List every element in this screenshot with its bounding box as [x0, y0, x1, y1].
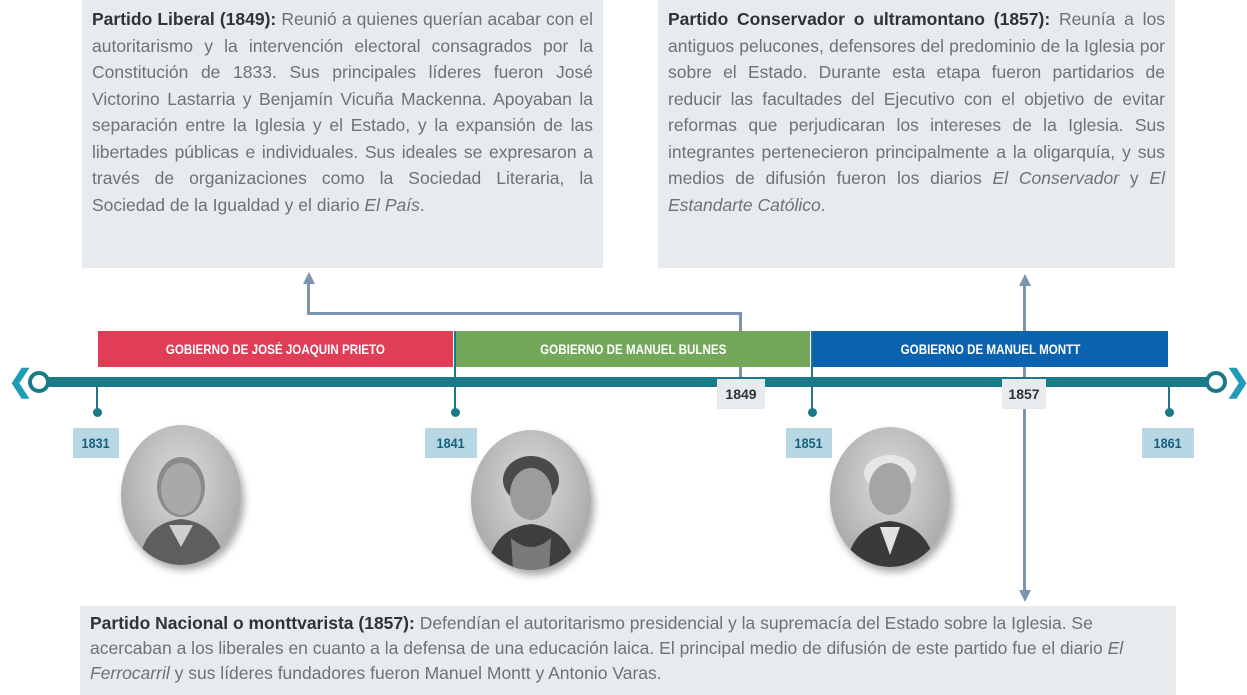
year-1861: 1861: [1142, 428, 1194, 458]
year-1857-label: 1857: [1002, 379, 1046, 409]
portrait-montt: [830, 427, 950, 567]
national-party-heading: Partido Nacional o monttvarista (1857):: [90, 613, 415, 633]
national-party-text: Partido Nacional o monttvarista (1857): …: [90, 611, 1166, 686]
tick-1841: [454, 331, 456, 411]
liberal-connector-vertical: [307, 282, 310, 315]
government-label-bulnes: GOBIERNO DE MANUEL BULNES: [539, 341, 727, 357]
liberal-end: .: [419, 194, 425, 215]
dot-1861: [1164, 408, 1174, 417]
conservative-party-heading: Partido Conservador o ultramontano (1857…: [668, 9, 1051, 29]
national-end: y sus líderes fundadores fueron Manuel M…: [169, 663, 662, 683]
tick-1861: [1168, 385, 1170, 413]
timeline-start-circle-icon: [28, 371, 50, 393]
year-1831: 1831: [73, 428, 119, 458]
dot-1831: [92, 408, 102, 417]
conservative-newspaper-2: El Estandarte Católico: [668, 168, 1165, 215]
conservative-arrow-icon: [1018, 274, 1031, 286]
government-label-prieto: GOBIERNO DE JOSÉ JOAQUIN PRIETO: [165, 341, 386, 357]
government-label-montt: GOBIERNO DE MANUEL MONTT: [900, 341, 1081, 357]
government-band-bulnes: GOBIERNO DE MANUEL BULNES: [456, 331, 810, 367]
liberal-arrow-icon: [302, 272, 315, 284]
conservative-newspaper-1: El Conservador: [992, 168, 1120, 188]
person-icon: [487, 456, 577, 570]
person-icon: [139, 457, 225, 565]
chevron-right-icon: ❯: [1225, 367, 1247, 397]
person-icon: [846, 455, 936, 567]
portrait-prieto: [121, 425, 241, 565]
tick-1851: [811, 331, 813, 411]
year-1849-label: 1849: [717, 379, 765, 409]
dot-1851: [807, 408, 817, 417]
dot-1841: [450, 408, 460, 417]
liberal-party-body: Reunió a quienes querían acabar con el a…: [92, 9, 593, 215]
year-1851: 1851: [786, 428, 832, 458]
government-band-prieto: GOBIERNO DE JOSÉ JOAQUIN PRIETO: [98, 331, 453, 367]
timeline-axis: [48, 377, 1208, 387]
national-party-body: Defendían el autoritarismo presidencial …: [90, 613, 1108, 658]
national-party-box: Partido Nacional o monttvarista (1857): …: [80, 606, 1176, 695]
1857-connector-line: [1023, 284, 1026, 590]
conservative-party-body: Reunía a los antiguos pelucones, defenso…: [668, 9, 1165, 188]
timeline-end-circle-icon: [1205, 371, 1227, 393]
conservative-end: .: [820, 194, 826, 215]
liberal-party-box: Partido Liberal (1849): Reunió a quienes…: [82, 0, 603, 268]
national-newspaper: El Ferrocarril: [90, 638, 1124, 683]
liberal-party-heading: Partido Liberal (1849):: [92, 9, 277, 29]
liberal-connector-horizontal: [307, 312, 742, 315]
year-1841: 1841: [425, 428, 477, 458]
chevron-left-icon: ❮: [8, 365, 34, 398]
conservative-party-box: Partido Conservador o ultramontano (1857…: [658, 0, 1175, 268]
portrait-bulnes: [471, 430, 591, 570]
government-band-montt: GOBIERNO DE MANUEL MONTT: [813, 331, 1168, 367]
liberal-newspaper: El País: [364, 194, 420, 215]
conservative-mid: y: [1119, 168, 1150, 188]
conservative-party-text: Partido Conservador o ultramontano (1857…: [668, 6, 1165, 218]
tick-1831: [96, 385, 98, 413]
national-arrow-icon: [1018, 590, 1031, 602]
liberal-party-text: Partido Liberal (1849): Reunió a quienes…: [92, 6, 593, 218]
